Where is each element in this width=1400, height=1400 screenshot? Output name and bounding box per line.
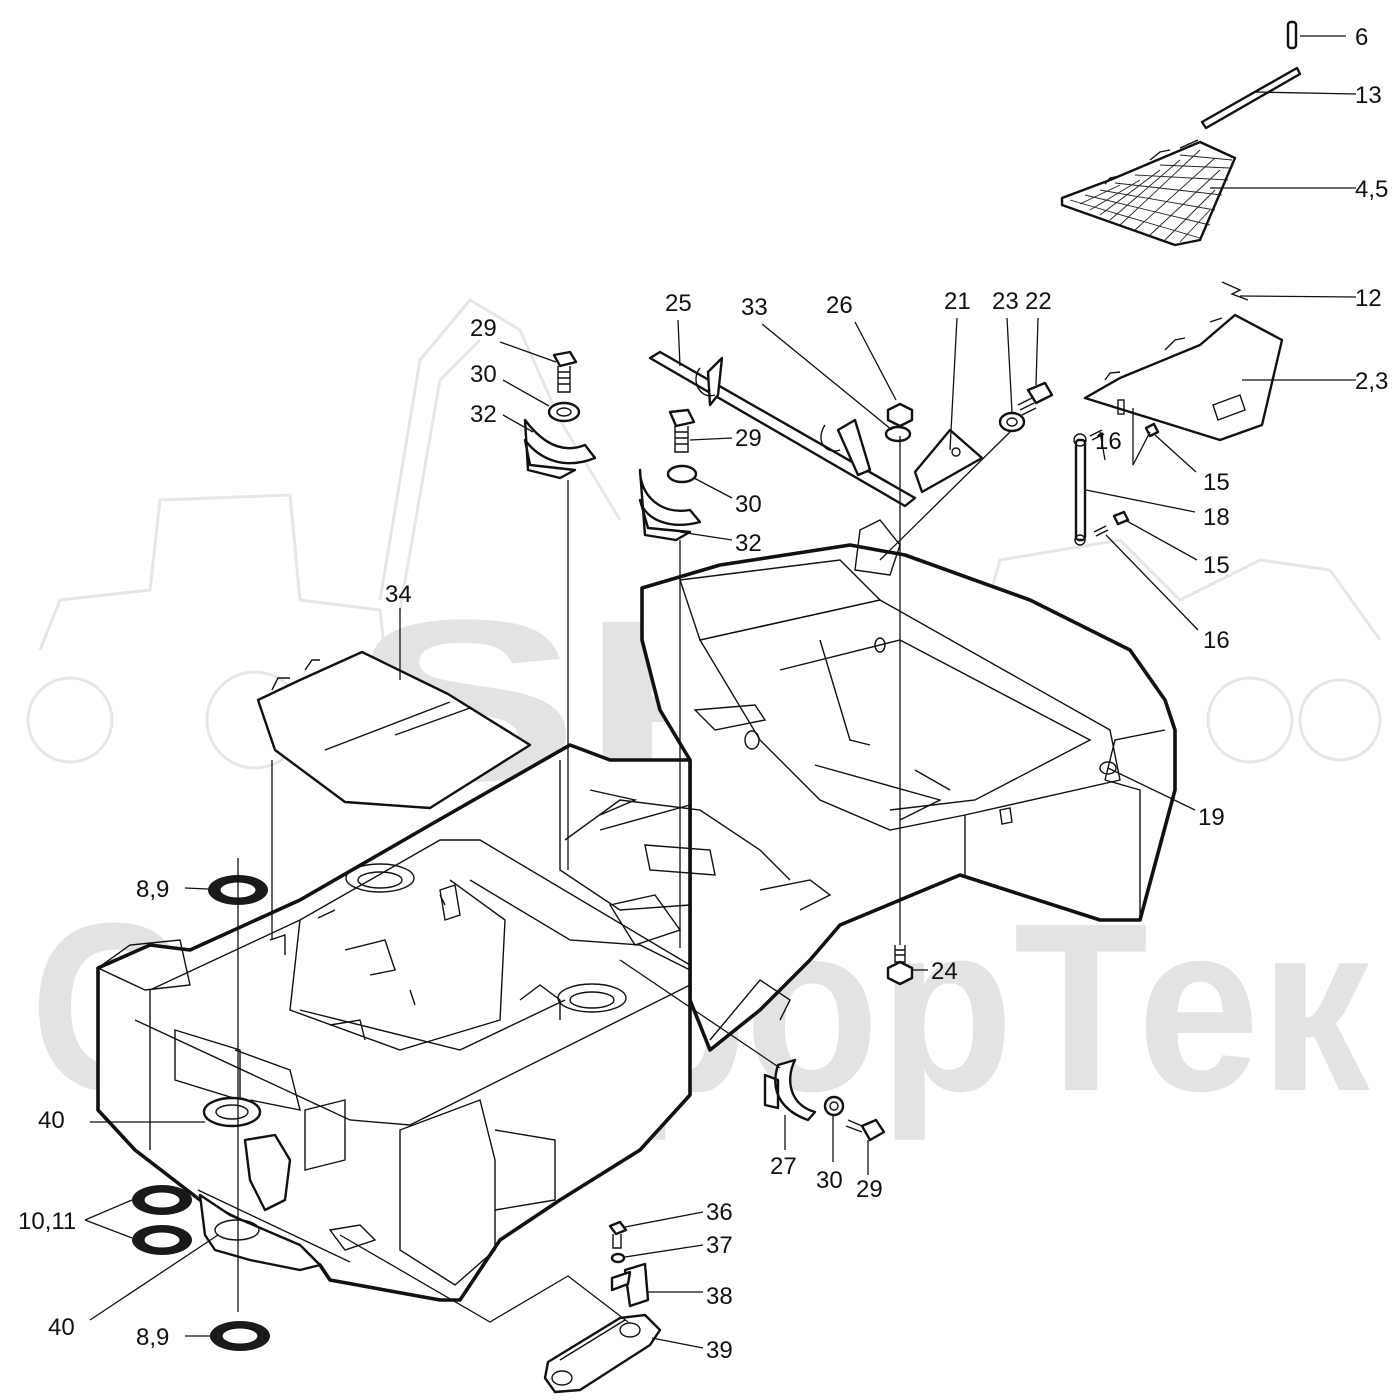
callout-2-3: 2,3	[1355, 368, 1388, 395]
callout-34: 34	[385, 581, 412, 608]
callout-18: 18	[1203, 504, 1230, 531]
callout-33: 33	[741, 294, 768, 321]
part-8-9-shim-lower	[210, 1321, 270, 1351]
callout-30-middle: 30	[735, 491, 762, 518]
callout-40-upper: 40	[38, 1107, 65, 1134]
callout-36: 36	[706, 1199, 733, 1226]
callout-26: 26	[826, 292, 853, 319]
callout-16-lower: 16	[1203, 627, 1230, 654]
part-29-bolt-upper	[552, 350, 578, 393]
part-39-link	[543, 1313, 662, 1394]
part-34-panel	[256, 650, 532, 810]
callout-30-lower: 30	[816, 1167, 843, 1194]
callout-13: 13	[1355, 82, 1382, 109]
part-32-clamp-middle	[638, 468, 702, 542]
callout-32-middle: 32	[735, 530, 762, 557]
part-27-clamp	[763, 1058, 817, 1122]
part-16-screw-upper	[1089, 429, 1105, 441]
part-38-bushing	[610, 1262, 650, 1308]
callout-19: 19	[1198, 804, 1225, 831]
part-21-bracket	[913, 428, 984, 494]
callout-22: 22	[1025, 288, 1052, 315]
part-15-nut-lower	[1112, 510, 1130, 526]
main-frame	[96, 519, 1177, 1302]
part-30-washer-lower	[823, 1095, 845, 1117]
callout-4-5: 4,5	[1355, 176, 1388, 203]
callout-15-upper: 15	[1203, 469, 1230, 496]
callout-labels: 6 13 4,5 12 2,3 22 23 21 26 33 25 29 30 …	[18, 24, 1388, 1364]
part-12-clip	[1221, 281, 1249, 301]
part-30-washer-middle	[666, 464, 698, 484]
part-18-strut	[1073, 433, 1087, 546]
callout-30-upper: 30	[470, 361, 497, 388]
callout-8-9-upper: 8,9	[136, 876, 169, 903]
callout-6: 6	[1355, 24, 1368, 51]
callout-10-11: 10,11	[18, 1208, 76, 1235]
part-13-rod	[1200, 66, 1302, 130]
callout-24: 24	[931, 958, 958, 985]
part-4-5-grille	[1060, 139, 1237, 247]
callout-21: 21	[944, 288, 971, 315]
callout-25: 25	[665, 290, 692, 317]
leader-lines	[84, 35, 1357, 1349]
part-22-bolt	[1017, 381, 1054, 416]
part-29-bolt-lower	[845, 1118, 886, 1142]
part-36-screw	[608, 1220, 628, 1249]
callout-29-upper: 29	[470, 315, 497, 342]
callout-16-upper: 16	[1095, 428, 1122, 455]
part-19-latch	[999, 807, 1013, 825]
callout-37: 37	[706, 1232, 733, 1259]
part-37-washer	[610, 1252, 626, 1264]
part-25-beam	[648, 350, 917, 508]
callout-8-9-lower: 8,9	[136, 1324, 169, 1351]
callout-12: 12	[1355, 285, 1382, 312]
callout-29-middle: 29	[735, 425, 762, 452]
part-15-nut-upper	[1144, 422, 1160, 438]
part-16-screw-lower	[1093, 525, 1109, 537]
part-23-washer	[998, 411, 1026, 433]
callout-29-lower: 29	[856, 1176, 883, 1203]
callout-40-lower: 40	[48, 1314, 75, 1341]
callout-15-lower: 15	[1203, 552, 1230, 579]
watermark-machine-sketch	[26, 298, 1382, 770]
part-29-bolt-middle	[668, 408, 696, 453]
callout-38: 38	[706, 1283, 733, 1310]
part-6-pin	[1286, 20, 1298, 50]
pivot-plate	[243, 1133, 292, 1212]
part-33-washer	[884, 425, 912, 443]
callout-39: 39	[706, 1337, 733, 1364]
part-10-11-shims	[132, 1185, 192, 1255]
callout-27: 27	[770, 1153, 797, 1180]
upper-pivot-lug	[202, 1096, 262, 1128]
lower-pivot-lug	[198, 1193, 322, 1272]
part-2-3-cover	[1083, 313, 1284, 442]
part-30-washer-upper	[547, 401, 581, 423]
part-26-nut	[886, 402, 914, 428]
part-24-bolt	[886, 945, 914, 986]
callout-23: 23	[992, 288, 1019, 315]
callout-32-upper: 32	[470, 401, 497, 428]
part-32-clamp-upper	[523, 418, 597, 480]
